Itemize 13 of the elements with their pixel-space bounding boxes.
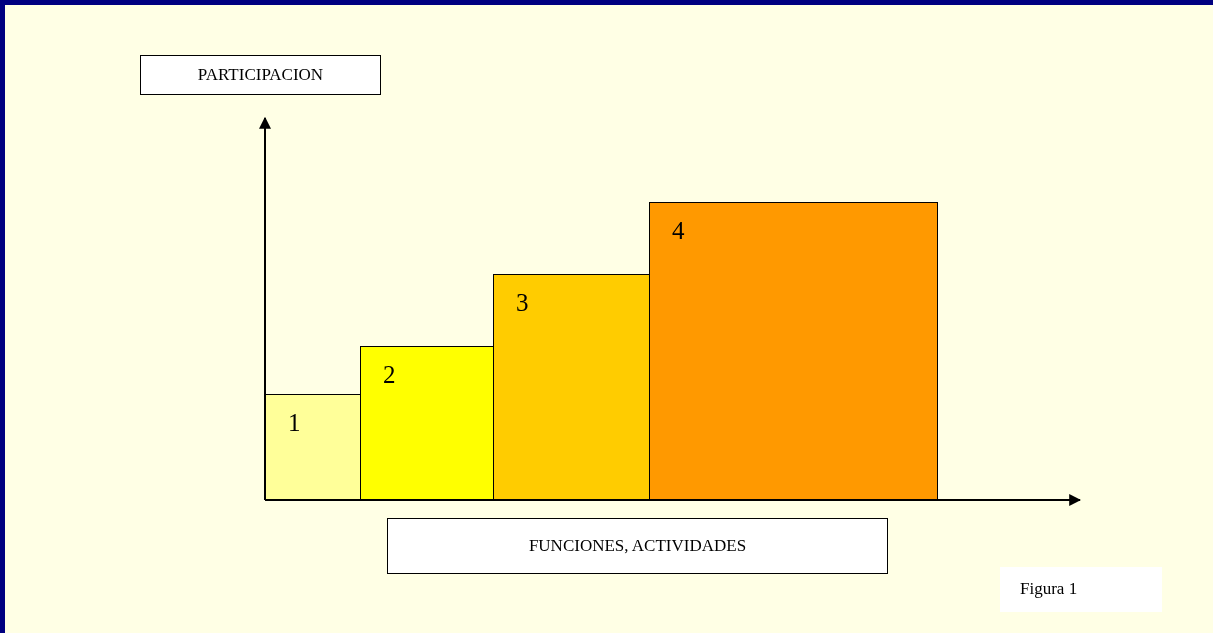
figure-caption: Figura 1 (1000, 567, 1162, 612)
axis-title: PARTICIPACION (197, 65, 324, 85)
axis-label-box (387, 518, 888, 574)
step-bar (360, 346, 494, 500)
step-bar (493, 274, 650, 500)
bar-number: 2 (383, 361, 396, 388)
axis-title: FUNCIONES, ACTIVIDADES (528, 536, 747, 556)
step-bar (265, 394, 361, 500)
axis-label-box (140, 55, 381, 95)
bar-number: 1 (288, 409, 301, 436)
bar-number: 4 (672, 217, 685, 244)
step-bar (649, 202, 938, 500)
bar-number: 3 (516, 289, 529, 316)
